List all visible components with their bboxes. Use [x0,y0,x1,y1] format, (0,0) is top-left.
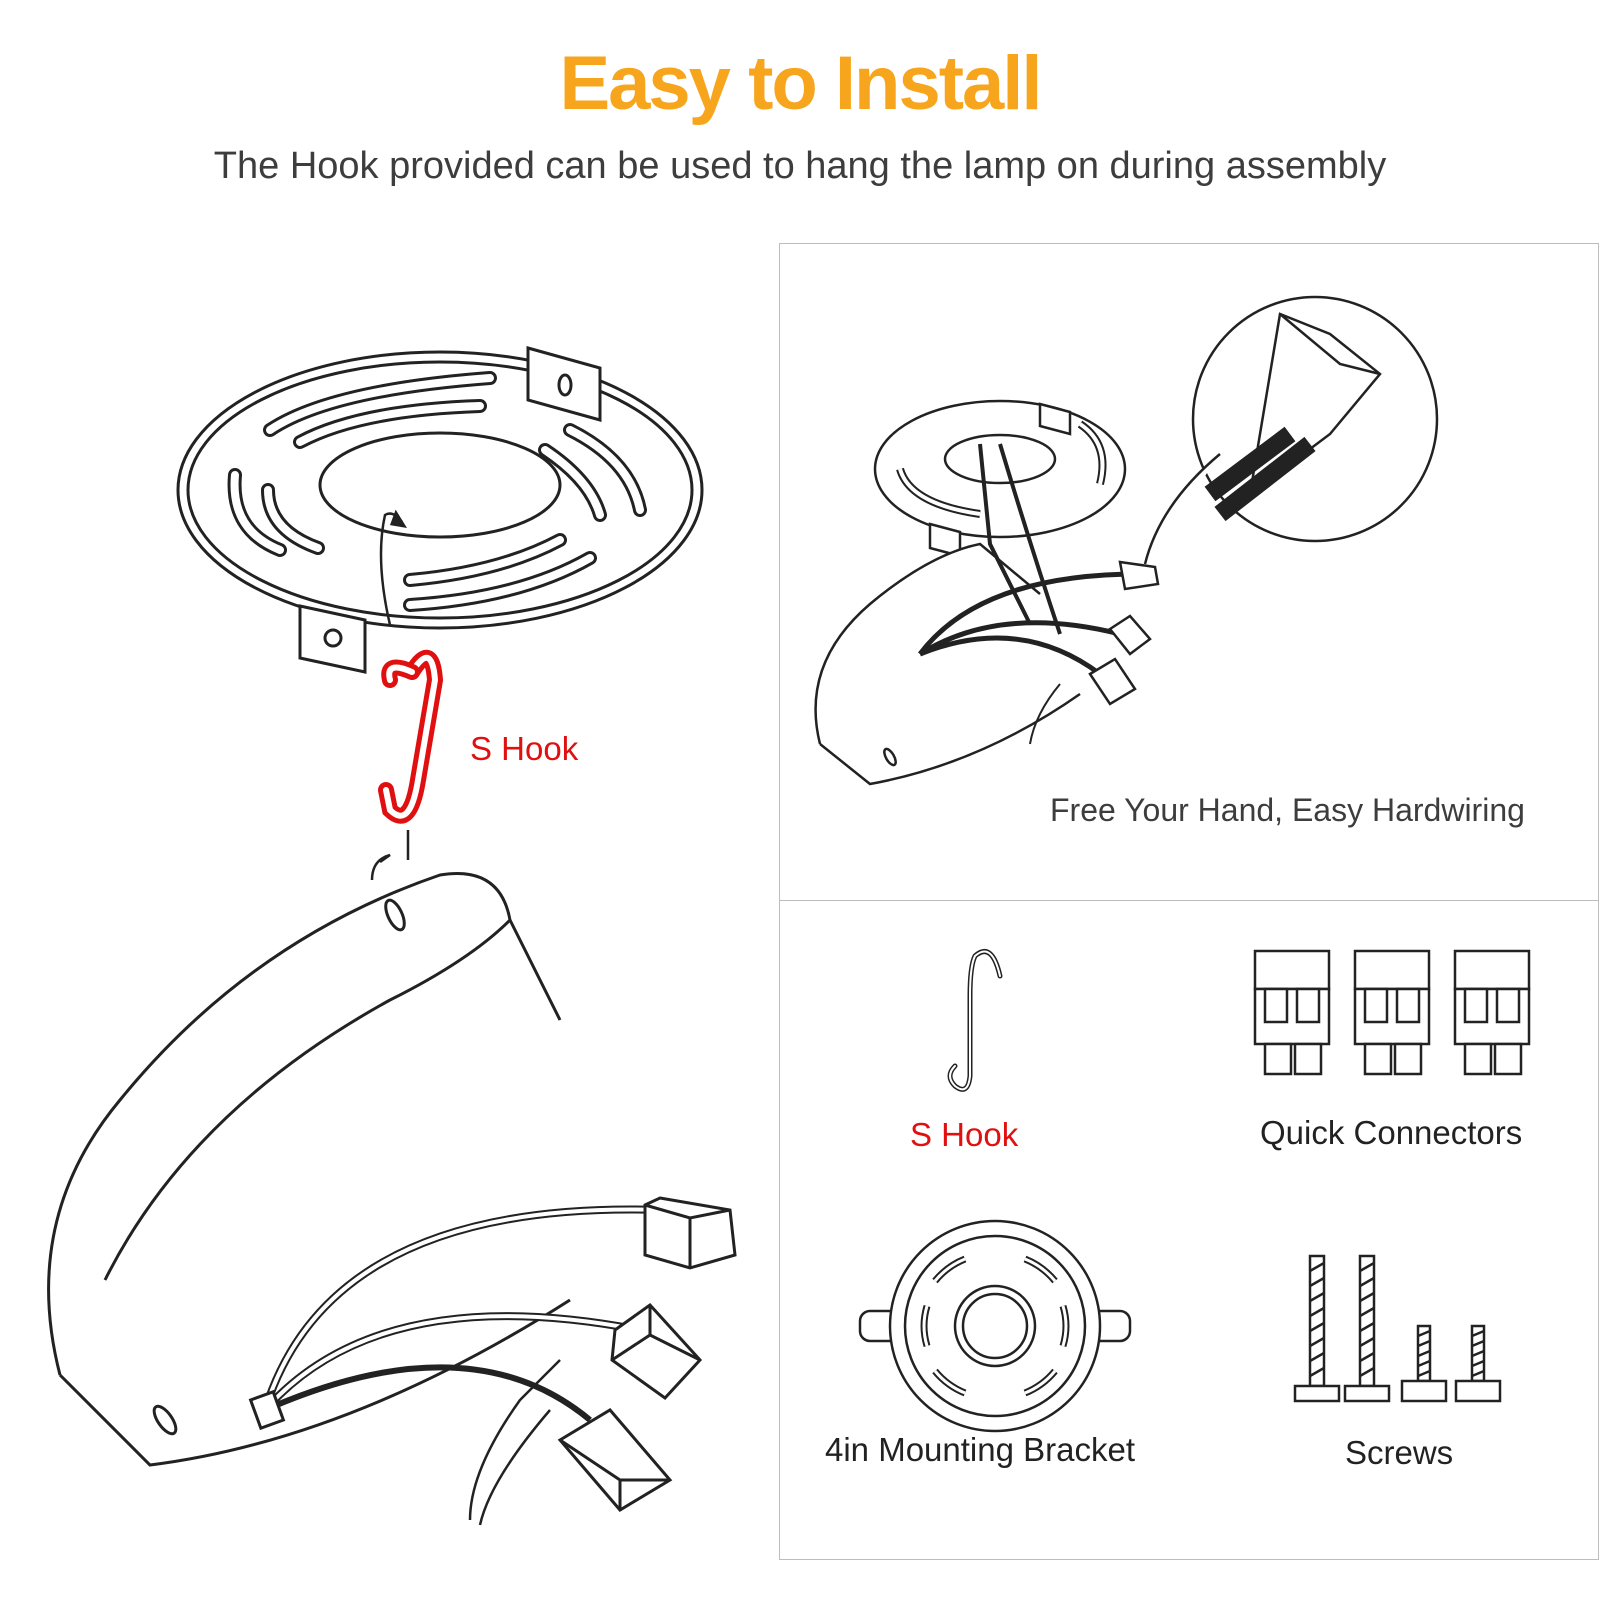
included-parts-panel: S Hook [779,900,1599,1560]
s-hook-icon [947,949,1003,1092]
lamp-body-drawing [47,853,737,1526]
quick-connectors-label: Quick Connectors [1260,1114,1523,1151]
s-hook-drawing [386,658,435,860]
hardwiring-panel: Free Your Hand, Easy Hardwiring [779,243,1599,903]
mounting-bracket-label: 4in Mounting Bracket [825,1431,1136,1468]
hardwiring-illustration [814,295,1439,786]
s-hook-label: S Hook [470,730,579,767]
page-title: Easy to Install [559,41,1042,126]
quick-connectors-icon [1253,949,1531,1076]
mounting-plate-drawing [176,346,704,674]
page-subtitle: The Hook provided can be used to hang th… [213,145,1387,187]
lamp-hanging-illustration [47,346,737,1526]
screws-icon [1293,1254,1502,1403]
hardwiring-caption: Free Your Hand, Easy Hardwiring [1050,792,1525,828]
s-hook-part-label: S Hook [910,1116,1019,1153]
mounting-bracket-icon [858,1219,1132,1433]
screws-label: Screws [1345,1434,1454,1471]
